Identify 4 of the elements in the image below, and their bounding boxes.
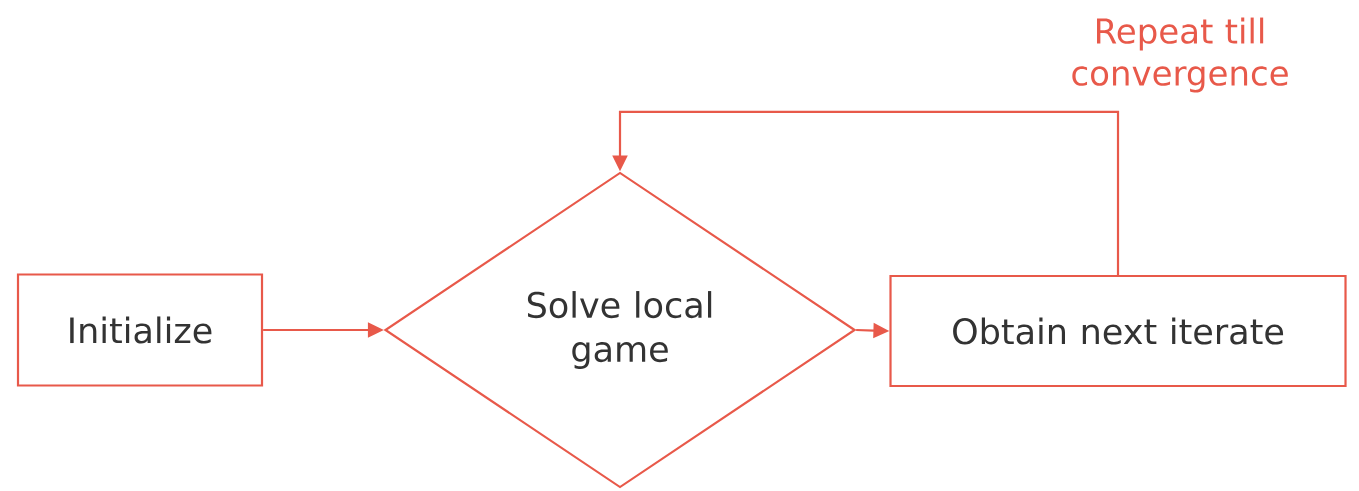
process-box: Obtain next iterate xyxy=(889,274,1347,388)
process-box: Initialize xyxy=(16,273,264,387)
edge-label: Repeat till convergence xyxy=(1072,17,1288,93)
arrow xyxy=(612,110,1120,275)
